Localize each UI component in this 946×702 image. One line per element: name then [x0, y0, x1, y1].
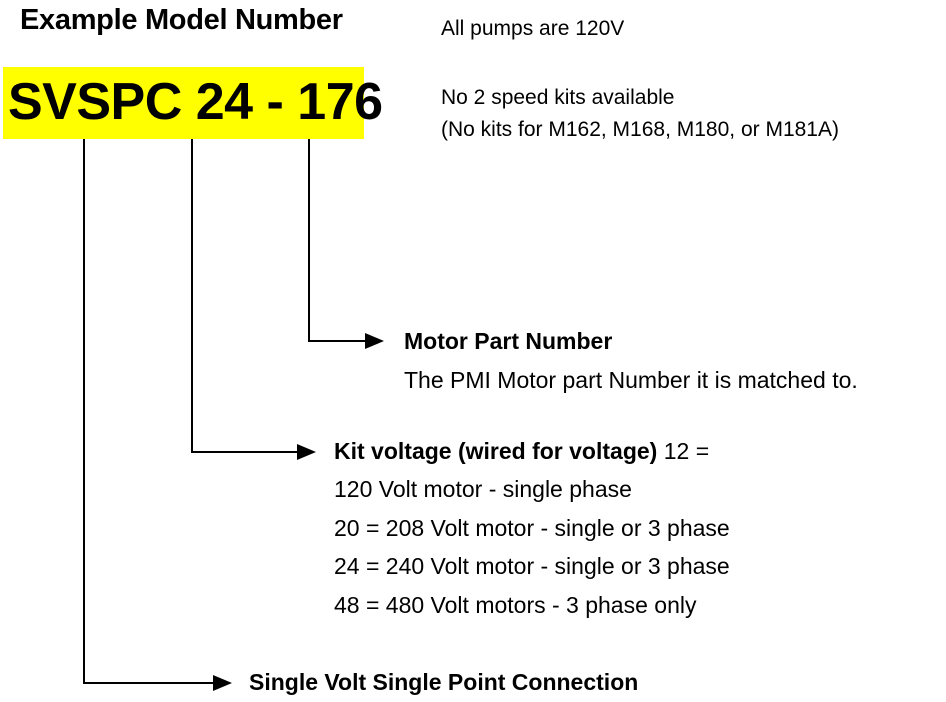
prefix-connector-arrow-icon: [83, 139, 232, 691]
kit-voltage-heading-row: Kit voltage (wired for voltage) 12 =: [334, 438, 709, 465]
model-number: SVSPC 24 - 176: [8, 73, 383, 131]
diagram-title: Example Model Number: [20, 4, 343, 36]
note-two-speed: No 2 speed kits available: [441, 86, 675, 109]
motor-part-heading: Motor Part Number: [404, 328, 613, 354]
kit-voltage-line: 48 = 480 Volt motors - 3 phase only: [334, 592, 697, 618]
note-excluded-motors: (No kits for M162, M168, M180, or M181A): [441, 118, 839, 141]
model-number-highlight: [3, 67, 364, 139]
motor-connector-arrow-icon: [308, 139, 384, 349]
kit-connector-arrow-icon: [191, 139, 316, 460]
prefix-heading: Single Volt Single Point Connection: [249, 669, 639, 695]
kit-voltage-line: 120 Volt motor - single phase: [334, 476, 632, 502]
note-voltage: All pumps are 120V: [441, 17, 625, 40]
motor-part-description: The PMI Motor part Number it is matched …: [404, 367, 858, 393]
kit-voltage-heading: Kit voltage (wired for voltage): [334, 438, 658, 464]
kit-voltage-code-12: 12 =: [657, 438, 710, 464]
kit-voltage-line: 24 = 240 Volt motor - single or 3 phase: [334, 553, 730, 579]
kit-voltage-line: 20 = 208 Volt motor - single or 3 phase: [334, 515, 730, 541]
